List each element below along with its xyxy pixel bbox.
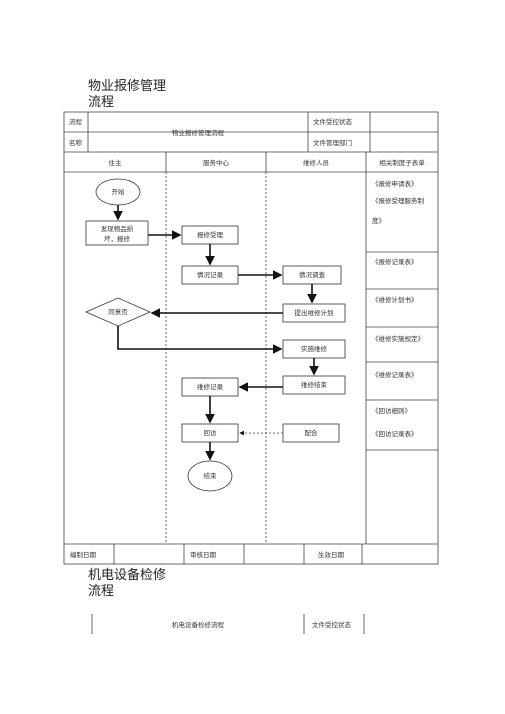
discover-label-2: 坏，报修 — [104, 234, 131, 243]
lane-forms: 相关制度子表单 — [379, 158, 425, 167]
page-title-1: 物业报修管理流程 — [88, 79, 167, 110]
effective-date-label: 生效日期 — [318, 550, 345, 559]
lane-service: 服务中心 — [203, 158, 230, 167]
form-service-rule: 《报修受理服务制 — [372, 196, 425, 205]
page-title-2: 机电设备检修流程 — [88, 568, 167, 599]
form-frame — [63, 111, 439, 565]
review-date-label: 审核日期 — [190, 550, 217, 559]
arrow-agree-to-implement — [117, 326, 283, 354]
accept-label: 报修受理 — [197, 230, 224, 239]
repair-end-node — [282, 375, 346, 395]
survey-label: 情况调查 — [299, 270, 326, 279]
repair-end-label: 维修结束 — [301, 380, 328, 389]
end-label: 结束 — [204, 471, 218, 480]
agree-label: 同意否 — [108, 307, 128, 316]
dept-label: 文件管理部门 — [313, 138, 352, 147]
process-label-1: 流程 — [69, 117, 83, 126]
agree-decision — [85, 297, 151, 327]
form-revisit-record: 《回访记录表》 — [372, 429, 418, 438]
prepared-date-label: 编制日期 — [70, 550, 97, 559]
lane-repair: 维修人员 — [303, 158, 330, 167]
start-label: 开始 — [112, 187, 126, 196]
implement-label: 实施维修 — [301, 344, 328, 353]
record-label: 情况记录 — [197, 270, 224, 279]
discover-node — [85, 220, 149, 246]
process-name: 物业报修管理流程 — [172, 128, 225, 137]
revisit-label: 回访 — [204, 428, 218, 437]
status-label: 文件受控状态 — [313, 117, 353, 126]
repair-record-label: 维修记录 — [197, 382, 224, 391]
form-repair-plan: 《维修计划书》 — [372, 295, 418, 304]
form-repair-log: 《报修记录表》 — [372, 257, 418, 266]
form-implementation-rule: 《维修实施规定》 — [372, 334, 424, 343]
plan-label: 提出维修计划 — [295, 308, 334, 317]
form-repair-request: 《报修申请表》 — [372, 179, 418, 188]
form2-process-name: 机电设备检修流程 — [172, 620, 225, 629]
form-service-rule-cont: 度》 — [372, 216, 385, 225]
form-revisit-rule: 《回访细则》 — [372, 406, 411, 415]
lane-owner: 住主 — [109, 158, 123, 167]
process-label-2: 名称 — [69, 138, 83, 147]
cooperate-label: 配合 — [305, 428, 319, 437]
form2-status-label: 文件受控状态 — [312, 620, 352, 629]
form-repair-record: 《维修记录表》 — [372, 370, 418, 379]
end-node — [187, 460, 233, 492]
discover-label-1: 发现物品损 — [101, 224, 134, 233]
